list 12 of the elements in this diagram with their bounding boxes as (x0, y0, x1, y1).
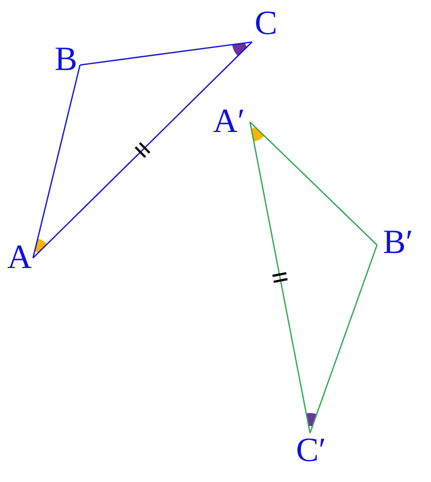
triangle-side (80, 41, 252, 66)
triangle-side (250, 122, 378, 246)
triangle-side (32, 64, 81, 258)
triangle-side (32, 42, 252, 258)
vertex-label: A (6, 240, 33, 276)
vertex-label: C′ (290, 433, 332, 469)
triangle-side (249, 122, 311, 434)
vertex-label: B′ (377, 225, 419, 261)
vertex-label: C (252, 6, 280, 42)
vertex-label: B (52, 42, 80, 78)
vertex-label: A′ (208, 104, 250, 140)
triangle-side (309, 244, 378, 434)
